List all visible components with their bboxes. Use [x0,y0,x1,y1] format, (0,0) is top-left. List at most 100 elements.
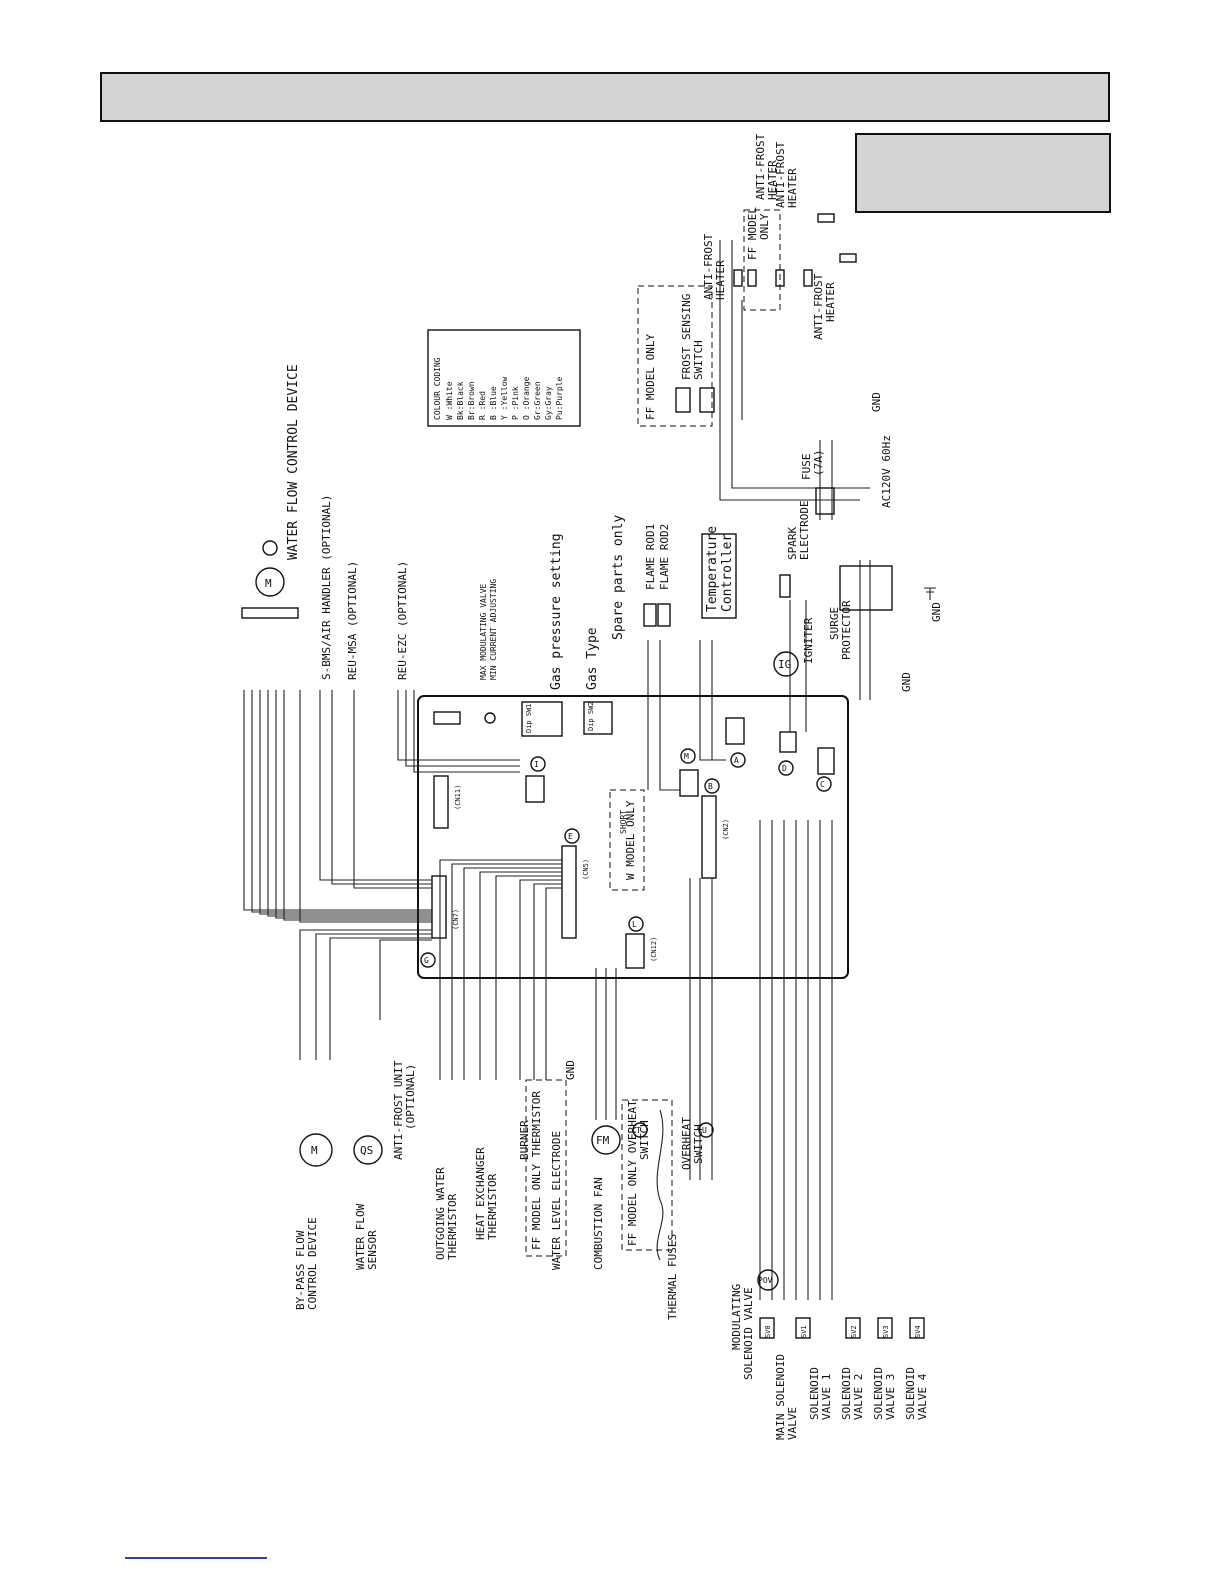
fuse-line2: (7A) [812,450,825,477]
flame-rod-1 [643,603,657,627]
marker-m [680,748,696,764]
connector-cn4 [779,731,797,753]
ff-overheat-block [621,1099,673,1251]
cn7-label: (CN7) [452,909,460,930]
colour-coding-entry: Bk:Black [456,381,465,420]
power-plug [815,487,835,515]
ground-symbol-1 [924,587,936,600]
water-flow-sensor-line1: WATER FLOW [354,1203,367,1270]
water-flow-control-label: WATER FLOW CONTROL DEVICE [286,364,301,560]
fuse-line1: FUSE [800,454,813,481]
connector-cn5 [561,845,577,939]
left-harness [243,690,520,923]
temp-controller-line1: Temperature [705,526,720,612]
solenoid-harness [595,820,833,1300]
solenoid-4-line2: VALVE 4 [916,1373,929,1420]
solenoid-2-line2: VALVE 2 [852,1374,865,1420]
marker-u-text: U [702,1126,707,1135]
marker-c-text: C [820,780,825,789]
outgoing-water-line1: OUTGOING WATER [434,1167,447,1260]
frost-switch-2 [699,387,715,413]
marker-m-text: M [684,752,689,761]
marker-g [420,952,436,968]
spark-electrode-line2: ELECTRODE [798,500,811,560]
surge-protector-line2: PROTECTOR [840,600,853,660]
sv4-box [909,1317,925,1339]
water-flow-sensor-qs: QS [360,1144,373,1157]
water-level-label: WATER LEVEL ELECTRODE [550,1131,563,1270]
sv1-label: SV1 [800,1325,808,1338]
connector-cn2 [701,795,717,879]
water-flow-control-motor [255,567,285,597]
bypass-flow-motor [299,1133,333,1167]
solenoid-valves [759,1317,925,1339]
ff-burner-block [525,1079,567,1257]
dip-switch-1 [521,701,563,737]
cn5-label: (CN5) [582,859,590,880]
marker-e-text: E [568,832,573,841]
marker-a [730,752,746,768]
connector-cn11 [433,775,449,829]
overheat-line2: SWITCH [692,1124,705,1164]
colour-coding-entry: Gr:Green [533,381,542,420]
water-flow-connector [241,607,299,619]
gnd-label-3: GND [870,392,883,412]
gas-pressure-label: Gas pressure setting [549,533,564,690]
anti-frost-unit-line2: (OPTIONAL) [404,1064,417,1130]
marker-i-text: I [534,760,539,769]
combustion-fan-fm: FM [596,1134,610,1147]
ff-model-label-2: FF MODEL [746,207,759,260]
anti-frost-heater-b2: HEATER [766,160,779,200]
marker-a-text: A [734,756,739,765]
sv2-label: SV2 [850,1325,858,1338]
anti-frost-heater-d1: ANTI-FROST [812,273,825,340]
header-bar [100,72,1110,122]
marker-t [632,1122,648,1138]
footer-link-underline [125,1557,267,1559]
marker-b-text: B [708,782,713,791]
bypass-flow-line2: CONTROL DEVICE [306,1217,319,1310]
connector-cn12 [625,933,645,969]
solenoid-3-line1: SOLENOID [872,1367,885,1420]
pov-symbol [757,1269,779,1291]
main-solenoid-line1: MAIN SOLENOID [774,1354,787,1440]
bypass-flow-line1: BY-PASS FLOW [294,1230,307,1310]
surge-protector-line1: SURGE [828,607,841,640]
heater-elements [733,213,857,287]
ff-model-only-label: FF MODEL ONLY [644,334,657,420]
modulating-line1: MODULATING [730,1284,743,1350]
mod-valve-max: MAX MODULATING VALVE [479,583,488,680]
ff-overheat-line1: FF MODEL ONLY OVERHEAT [626,1100,639,1246]
spark-electrode-line1: SPARK [786,527,799,560]
marker-e [564,828,580,844]
temperature-controller [701,533,737,619]
anti-frost-heater-a2: HEATER [714,260,727,300]
colour-coding-entry: W :White [445,381,454,420]
marker-d-text: D [782,764,787,773]
gnd-label-1: GND [930,602,943,622]
sensing-label: SENSING [680,294,693,340]
bypass-flow-m: M [311,1144,318,1157]
modulating-line2: SOLENOID VALVE [742,1287,755,1380]
ff-heater-block [743,209,781,311]
combustion-fan-label: COMBUSTION FAN [592,1177,605,1270]
short-label: SHORT [619,810,628,834]
connector-cn10 [679,769,699,797]
ff-overheat-line2: SWITCH [638,1120,651,1160]
gnd-label-2: GND [900,672,913,692]
igniter-ig: IG [778,658,791,671]
adjust-pot [484,712,496,724]
colour-coding-entry: Y :Yellow [500,376,509,420]
anti-frost-heater-c1: ANTI-FROST [774,141,787,208]
connector-cn8 [725,717,745,745]
ff-burner-thermistor: FF MODEL ONLY THERMISTOR [530,1091,543,1250]
colour-coding-title: COLOUR CODING [433,357,442,420]
colour-coding-entry: Gy:Gray [544,386,553,420]
flame-rod2-label: FLAME ROD2 [658,524,671,590]
anti-frost-heater-a1: ANTI-FROST [702,233,715,300]
solenoid-3-line2: VALVE 3 [884,1374,897,1420]
temp-controller-line2: Controller [720,534,735,612]
marker-i [530,756,546,772]
ac-supply-label: AC120V 60Hz [880,435,893,508]
thermal-fuse-line [656,1109,664,1261]
